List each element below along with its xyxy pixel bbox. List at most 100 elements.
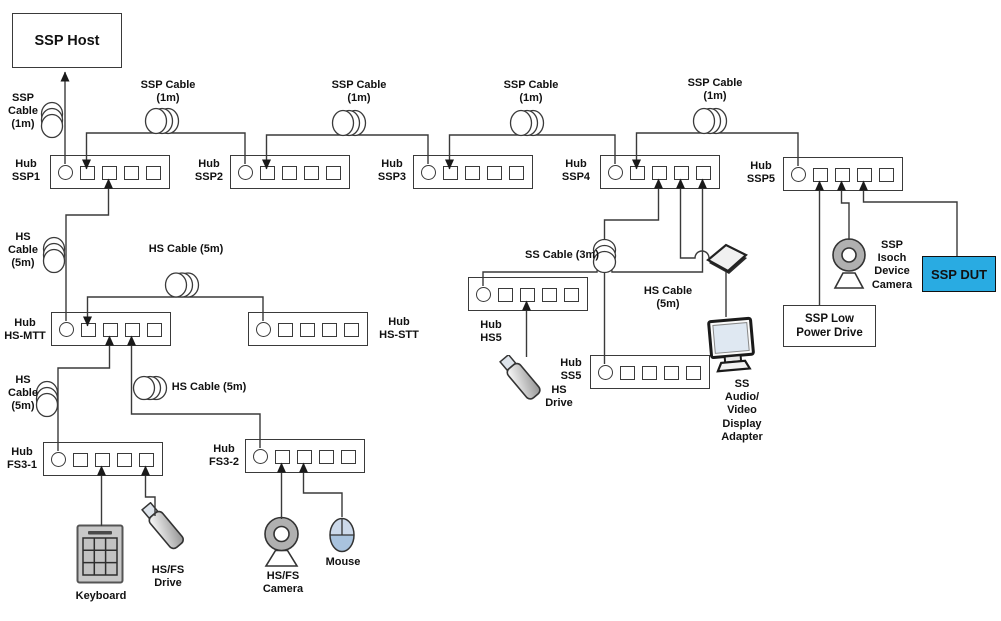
cable-ss5-ssp4	[603, 178, 663, 364]
upstream-port	[598, 365, 613, 380]
downstream-port	[139, 453, 154, 467]
cable-coil	[156, 107, 180, 135]
downstream-port	[326, 166, 341, 180]
upstream-port	[59, 322, 74, 337]
cable-label: SSP Cable (1m)	[140, 79, 196, 105]
cable-coil	[132, 375, 156, 401]
downstream-port	[857, 168, 872, 182]
hub-label-hs-mtt: Hub HS-MTT	[4, 317, 46, 343]
cable-coil	[138, 375, 162, 401]
upstream-port	[58, 165, 73, 180]
ssp-dut-box: SSP DUT	[922, 256, 996, 292]
downstream-port	[304, 166, 319, 180]
cable-label: HS Cable (5m)	[148, 243, 224, 255]
downstream-port	[146, 166, 161, 180]
downstream-port	[300, 323, 315, 337]
cable-coil	[176, 272, 200, 298]
downstream-port	[487, 166, 502, 180]
av-adapter-connector-icon	[706, 243, 748, 274]
downstream-port	[95, 453, 110, 467]
cable-label: HS Cable (5m)	[8, 231, 38, 270]
device-label-keyboard: Keyboard	[75, 590, 127, 602]
hub-ssp5	[783, 157, 903, 191]
downstream-port	[879, 168, 894, 182]
hub-label-ssp3: Hub SSP3	[377, 158, 407, 184]
cable-coil	[42, 236, 66, 262]
downstream-port	[297, 450, 312, 464]
hub-hs-mtt	[51, 312, 171, 346]
downstream-port	[147, 323, 162, 337]
downstream-port	[620, 366, 635, 380]
downstream-port	[564, 288, 579, 302]
device-label-mouse: Mouse	[325, 556, 361, 568]
ssp-host-box: SSP Host	[12, 13, 122, 68]
cable-coil	[337, 109, 361, 137]
cable-label: SSP Cable (1m)	[331, 79, 387, 105]
cable-coil	[704, 107, 728, 135]
cable-label: SSP Cable (1m)	[503, 79, 559, 105]
cable-coil	[692, 107, 716, 135]
hub-label-fs3-1: Hub FS3-1	[7, 446, 37, 472]
cable-coil	[170, 272, 194, 298]
downstream-port	[322, 323, 337, 337]
device-label-isoch-camera: SSP Isoch Device Camera	[871, 239, 913, 291]
cable-coil	[144, 375, 168, 401]
downstream-port	[520, 288, 535, 302]
downstream-port	[652, 166, 667, 180]
downstream-port	[260, 166, 275, 180]
downstream-port	[80, 166, 95, 180]
cable-coil	[42, 248, 66, 274]
hub-label-hs-stt: Hub HS-STT	[379, 316, 419, 342]
downstream-port	[278, 323, 293, 337]
device-label-av-adapter: SS Audio/ Video Display Adapter	[721, 378, 763, 443]
cable-coil	[42, 242, 66, 268]
monitor-icon	[707, 316, 755, 373]
upstream-port	[421, 165, 436, 180]
cable-coil	[40, 107, 64, 133]
downstream-port	[319, 450, 334, 464]
cable-coil	[521, 109, 545, 137]
cable-coil	[343, 109, 367, 137]
hub-ssp4	[600, 155, 720, 189]
downstream-port	[125, 323, 140, 337]
cable-label: HS Cable (5m)	[8, 374, 38, 413]
downstream-port	[630, 166, 645, 180]
downstream-port	[642, 366, 657, 380]
cable-coil	[331, 109, 355, 137]
hub-label-ss5: Hub SS5	[560, 357, 582, 383]
downstream-port	[674, 166, 689, 180]
mouse-icon	[329, 517, 355, 553]
downstream-port	[81, 323, 96, 337]
hub-fs3-2	[245, 439, 365, 473]
upstream-port	[476, 287, 491, 302]
cable-label: SSP Cable (1m)	[687, 77, 743, 103]
upstream-port	[238, 165, 253, 180]
downstream-port	[509, 166, 524, 180]
upstream-port	[51, 452, 66, 467]
downstream-port	[542, 288, 557, 302]
downstream-port	[73, 453, 88, 467]
hub-ssp2	[230, 155, 350, 189]
cable-coil	[150, 107, 174, 135]
downstream-port	[696, 166, 711, 180]
ssp-low-power-drive-box: SSP Low Power Drive	[783, 305, 876, 347]
hub-ss5	[590, 355, 710, 389]
cable-hsmtt-ssp1	[65, 178, 113, 321]
hub-fs3-1	[43, 442, 163, 476]
hub-label-ssp5: Hub SSP5	[746, 160, 776, 186]
hub-label-ssp1: Hub SSP1	[11, 158, 41, 184]
cable-coil	[515, 109, 539, 137]
downstream-port	[344, 323, 359, 337]
cable-coil	[144, 107, 168, 135]
hub-ssp1	[50, 155, 170, 189]
device-label-hsfs-camera: HS/FS Camera	[262, 570, 304, 596]
device-label-hsfs-drive: HS/FS Drive	[151, 564, 185, 590]
cable-coil	[509, 109, 533, 137]
cable-coil	[40, 113, 64, 139]
downstream-port	[498, 288, 513, 302]
downstream-port	[102, 166, 117, 180]
hub-label-ssp2: Hub SSP2	[194, 158, 224, 184]
hub-label-hs5: Hub HS5	[480, 319, 502, 345]
downstream-port	[813, 168, 828, 182]
